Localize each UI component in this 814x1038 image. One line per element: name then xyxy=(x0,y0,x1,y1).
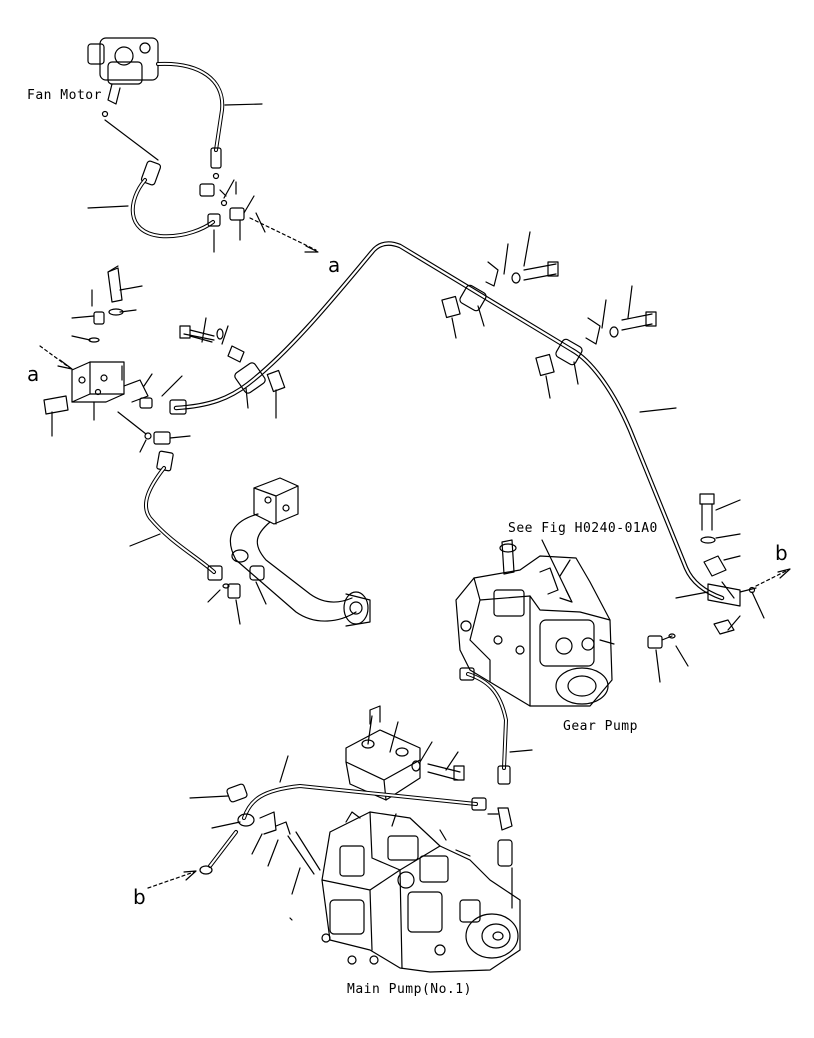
main-pump-assembly xyxy=(321,811,521,973)
main-pump-hose xyxy=(147,755,487,895)
valve-block xyxy=(39,265,191,453)
fan-motor-label: Fan Motor xyxy=(27,88,102,103)
tube-bolts xyxy=(179,231,657,363)
right-tee-assembly xyxy=(647,493,791,683)
gear-pump-hose xyxy=(459,667,533,785)
tube-clamps xyxy=(234,284,583,419)
ref-b-bottom: b xyxy=(133,885,146,909)
see-fig-label: See Fig H0240-01A0 xyxy=(508,521,658,536)
leader-lines xyxy=(219,181,293,921)
mounting-bracket xyxy=(345,705,465,801)
suction-pipe xyxy=(229,477,371,627)
ref-b-right: b xyxy=(775,541,788,565)
ref-a-top: a xyxy=(328,253,341,277)
ref-a-left: a xyxy=(27,362,40,386)
gear-pump-label: Gear Pump xyxy=(563,719,638,734)
pump-connectors xyxy=(487,807,513,909)
middle-hose xyxy=(129,450,241,625)
tube-long xyxy=(169,241,725,601)
gear-pump-assembly xyxy=(455,539,615,707)
fan-motor-assembly xyxy=(87,37,159,118)
main-pump-label: Main Pump(No.1) xyxy=(347,982,472,997)
fan-motor-hose-right xyxy=(156,61,263,169)
fan-motor-hose-left xyxy=(87,119,215,239)
fan-fittings xyxy=(199,172,319,253)
